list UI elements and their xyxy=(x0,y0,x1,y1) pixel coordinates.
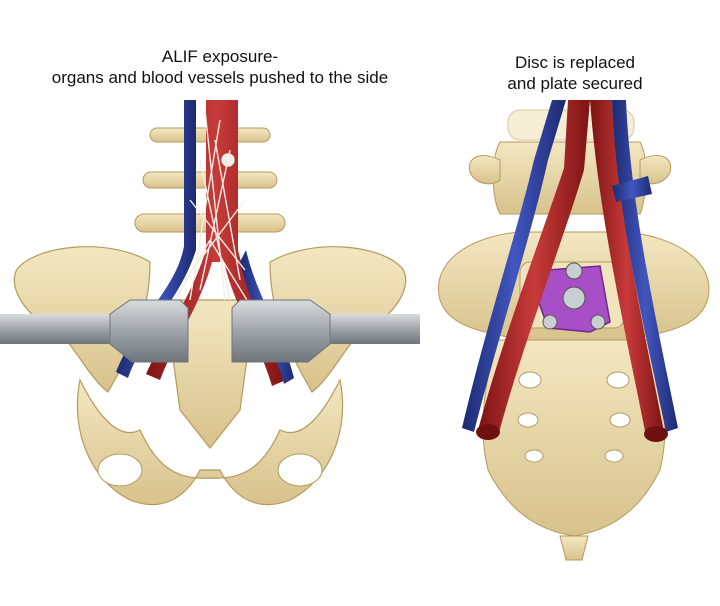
right-spine-illustration xyxy=(438,100,710,561)
left-caption-line1: ALIF exposure- xyxy=(161,47,279,66)
left-retractor xyxy=(0,299,189,363)
left-panel-caption: ALIF exposure- organs and blood vessels … xyxy=(40,46,400,88)
right-retractor xyxy=(231,299,420,363)
right-panel-caption: Disc is replaced and plate secured xyxy=(470,52,680,94)
right-blood-vessels xyxy=(462,100,678,442)
right-caption-line1: Disc is replaced xyxy=(515,53,635,72)
disc-plate xyxy=(537,262,611,333)
left-caption-line2: organs and blood vessels pushed to the s… xyxy=(51,68,389,87)
left-nerve-plexus xyxy=(174,109,251,306)
left-pelvis-illustration xyxy=(0,100,420,506)
left-pelvic-ring xyxy=(76,378,344,506)
right-caption-line2: and plate secured xyxy=(507,74,643,93)
